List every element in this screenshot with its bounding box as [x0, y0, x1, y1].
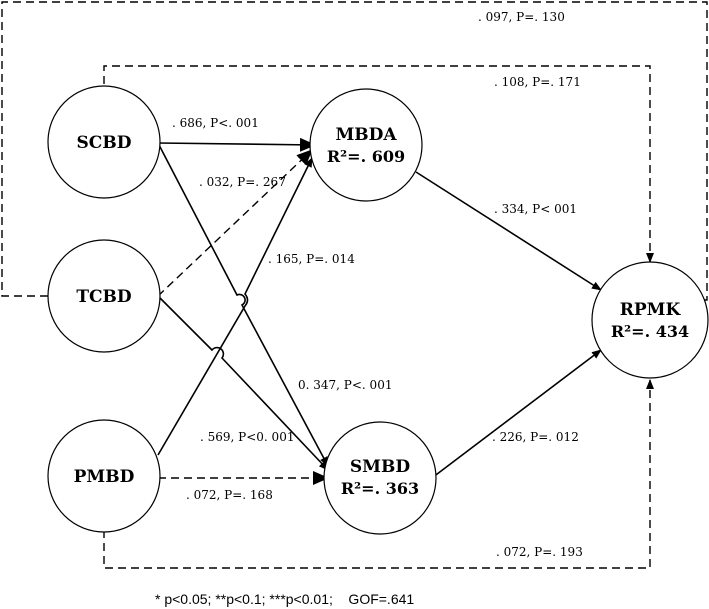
edge-tcbd-smbd [157, 295, 329, 471]
node-mbda-r2: R²=. 609 [327, 147, 405, 166]
node-smbd: SMBD R²=. 363 [323, 421, 437, 535]
edge-label-tcbd-smbd: . 569, P<0. 001 [200, 430, 294, 444]
node-smbd-r2: R²=. 363 [341, 479, 419, 498]
node-scbd-label: SCBD [77, 133, 132, 153]
edge-label-tcbd-mbda: . 032, P=. 267 [199, 175, 286, 189]
node-pmbd-label: PMBD [74, 467, 135, 487]
edge-scbd-rpmk [103, 65, 654, 263]
node-scbd: SCBD [47, 85, 161, 199]
edge-label-tcbd-rpmk: . 097, P=. 130 [478, 10, 565, 24]
edge-label-pmbd-mbda: . 165, P=. 014 [268, 252, 355, 266]
node-smbd-label: SMBD [350, 457, 410, 477]
node-mbda-label: MBDA [335, 125, 397, 145]
edge-pmbd-rpmk [103, 379, 654, 569]
edge-pmbd-mbda [157, 157, 313, 456]
node-mbda: MBDA R²=. 609 [309, 88, 423, 202]
edge-label-mbda-rpmk: . 334, P< 001 [494, 202, 577, 216]
node-rpmk: RPMK R²=. 434 [591, 261, 709, 379]
edge-label-pmbd-smbd: . 072, P=. 168 [186, 488, 273, 502]
edge-scbd-smbd [157, 142, 329, 467]
edge-label-scbd-mbda: . 686, P<. 001 [172, 116, 259, 130]
edge-smbd-rpmk [415, 349, 602, 491]
significance-footnote: * p<0.05; **p<0.1; ***p<0.01; GOF=.641 [155, 591, 414, 607]
edge-label-scbd-rpmk: . 108, P=. 171 [494, 75, 581, 89]
node-rpmk-label: RPMK [620, 300, 682, 320]
node-tcbd: TCBD [47, 239, 161, 353]
edge-tcbd-rpmk [1, 1, 708, 304]
edge-mbda-rpmk [415, 171, 602, 291]
edge-scbd-mbda [157, 137, 316, 152]
edge-tcbd-mbda [157, 149, 313, 297]
edge-label-scbd-smbd: 0. 347, P<. 001 [298, 378, 392, 392]
edge-label-smbd-rpmk: . 226, P=. 012 [492, 430, 579, 444]
node-rpmk-r2: R²=. 434 [611, 322, 689, 341]
edge-label-pmbd-rpmk: . 072, P=. 193 [496, 545, 583, 559]
node-pmbd: PMBD [47, 419, 161, 533]
node-tcbd-label: TCBD [76, 287, 132, 307]
